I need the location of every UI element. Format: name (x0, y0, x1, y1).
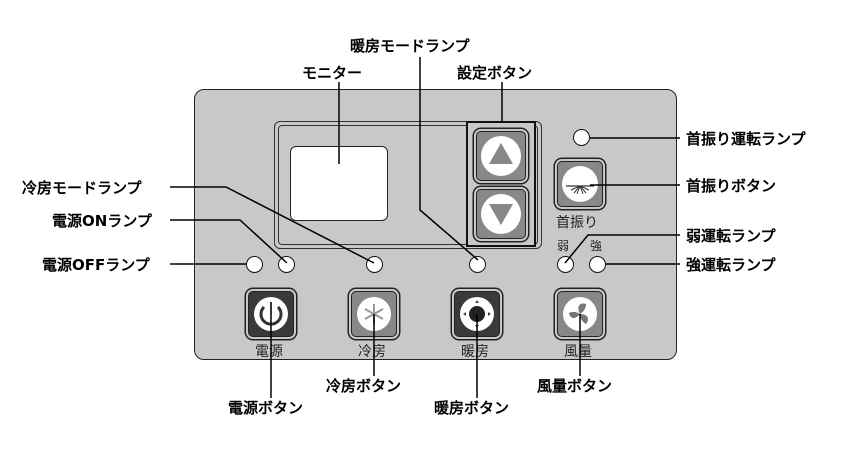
callout-weak-lamp: 弱運転ランプ (686, 227, 776, 245)
display-frame (274, 121, 542, 249)
swing-label: 首振り (556, 215, 598, 231)
callout-power-on-lamp: 電源ONランプ (52, 212, 152, 230)
callout-fan-button: 風量ボタン (537, 377, 613, 395)
swing-button[interactable] (557, 161, 603, 207)
callout-power-button: 電源ボタン (228, 399, 304, 417)
fan-label: 風量 (564, 344, 592, 360)
strong-lamp (589, 256, 606, 273)
down-button[interactable] (476, 189, 526, 239)
power-label: 電源 (255, 344, 283, 360)
power-on-lamp (278, 256, 295, 273)
power-off-lamp (246, 256, 263, 273)
callout-heat-button: 暖房ボタン (434, 399, 510, 417)
fan-icon (569, 303, 588, 324)
heat-mode-lamp (469, 256, 486, 273)
callout-cool-button: 冷房ボタン (326, 377, 402, 395)
callout-setting-button: 設定ボタン (457, 64, 533, 82)
swing-lamp (573, 129, 590, 146)
weak-label: 弱 (557, 239, 570, 253)
triangle-up-icon (489, 143, 513, 164)
heat-label: 暖房 (461, 344, 489, 360)
callout-strong-lamp: 強運転ランプ (686, 256, 776, 274)
callout-swing-lamp: 首振り運転ランプ (686, 130, 806, 148)
swing-icon (566, 185, 594, 195)
callout-swing-button: 首振りボタン (686, 177, 777, 195)
triangle-down-icon (489, 204, 513, 225)
weak-lamp (557, 256, 574, 273)
up-button[interactable] (476, 131, 526, 181)
callout-monitor: モニター (302, 64, 363, 82)
setting-button-group (466, 121, 536, 247)
cool-label: 冷房 (358, 344, 386, 360)
callout-heat-mode-lamp: 暖房モードランプ (350, 37, 470, 55)
strong-label: 強 (590, 239, 603, 253)
callout-cool-mode-lamp: 冷房モードランプ (22, 179, 142, 197)
callout-power-off-lamp: 電源OFFランプ (42, 256, 150, 274)
